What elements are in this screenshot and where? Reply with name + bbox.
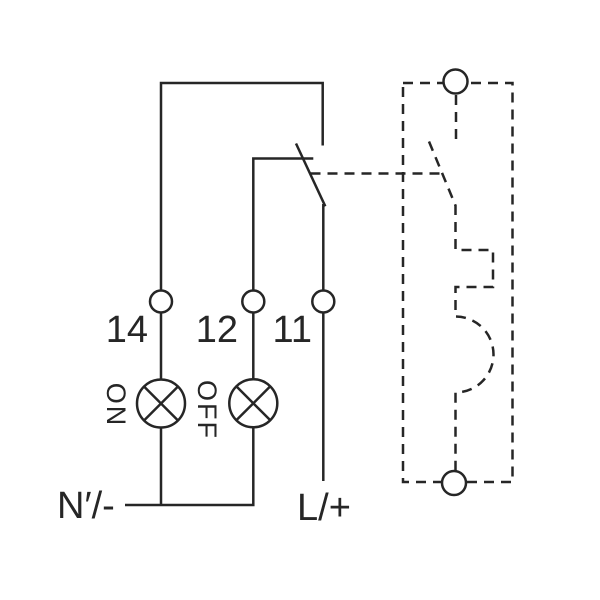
terminal-14-circle [148, 289, 174, 314]
terminal-12-circle [241, 289, 266, 314]
terminal-11-circle [311, 289, 336, 314]
terminal-11-label: 11 [273, 309, 312, 351]
device-terminal-top [442, 68, 469, 95]
wire-top-feed [159, 81, 324, 291]
neutral-bus-label: N′/- [57, 485, 115, 527]
lamp-on-symbol [135, 378, 187, 429]
terminal-14-label: 14 [106, 309, 148, 351]
device-outline [401, 81, 514, 484]
wire-nc-branch-12 [252, 157, 314, 291]
lamp-off-label: OFF [192, 380, 222, 440]
terminal-12-label: 12 [196, 309, 238, 351]
device-terminal-bottom [440, 469, 468, 497]
lamp-off-symbol [228, 378, 279, 429]
wire-neutral-bus [125, 427, 255, 507]
device-internal-wire [454, 205, 495, 471]
lamp-off-x2 [235, 385, 272, 422]
device-outline-group [401, 68, 514, 497]
lamp-on-label: ON [101, 383, 131, 428]
changeover-switch-blade [294, 142, 327, 207]
device-switch-blade [427, 141, 457, 206]
line-bus-label: L/+ [297, 487, 351, 529]
control-circuit [125, 81, 336, 507]
lamp-on-x2 [143, 385, 179, 422]
